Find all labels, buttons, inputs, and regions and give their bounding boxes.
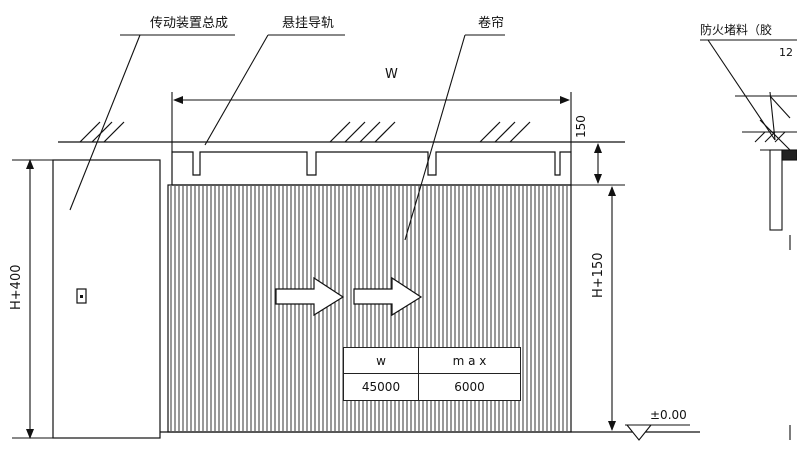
- label-side-dim: 12: [779, 46, 793, 59]
- label-hanging-rail: 悬挂导轨: [282, 16, 334, 31]
- label-fireproof: 防火堵料（胶: [700, 22, 772, 37]
- ceiling: [58, 121, 625, 143]
- floor-level-marker: [625, 424, 690, 441]
- width-dimension: [171, 92, 572, 152]
- leader-lines: [69, 34, 505, 241]
- spec-table: w m a x 45000 6000: [343, 347, 521, 401]
- table-cell-w-value: 45000: [343, 373, 419, 401]
- direction-arrows: [275, 276, 423, 317]
- table-header-w: w: [343, 347, 419, 374]
- label-height-left: H+400: [9, 265, 24, 310]
- fireproof-detail: [700, 39, 797, 440]
- label-top-150: 150: [574, 115, 588, 138]
- arrow-right-icon: [353, 276, 423, 317]
- table-header-max: m a x: [418, 347, 521, 374]
- label-floor-level: ±0.00: [650, 408, 687, 422]
- left-height-dimension: [12, 159, 60, 439]
- arrow-right-icon: [275, 276, 345, 317]
- hanging-rail: [171, 151, 572, 186]
- table-cell-max-value: 6000: [418, 373, 521, 401]
- label-height-right: H+150: [591, 253, 606, 298]
- label-drive-assembly: 传动装置总成: [150, 16, 228, 31]
- drive-cabinet: [52, 159, 161, 439]
- right-dimensions: [571, 141, 625, 431]
- label-width: W: [385, 67, 398, 82]
- label-curtain: 卷帘: [478, 15, 504, 31]
